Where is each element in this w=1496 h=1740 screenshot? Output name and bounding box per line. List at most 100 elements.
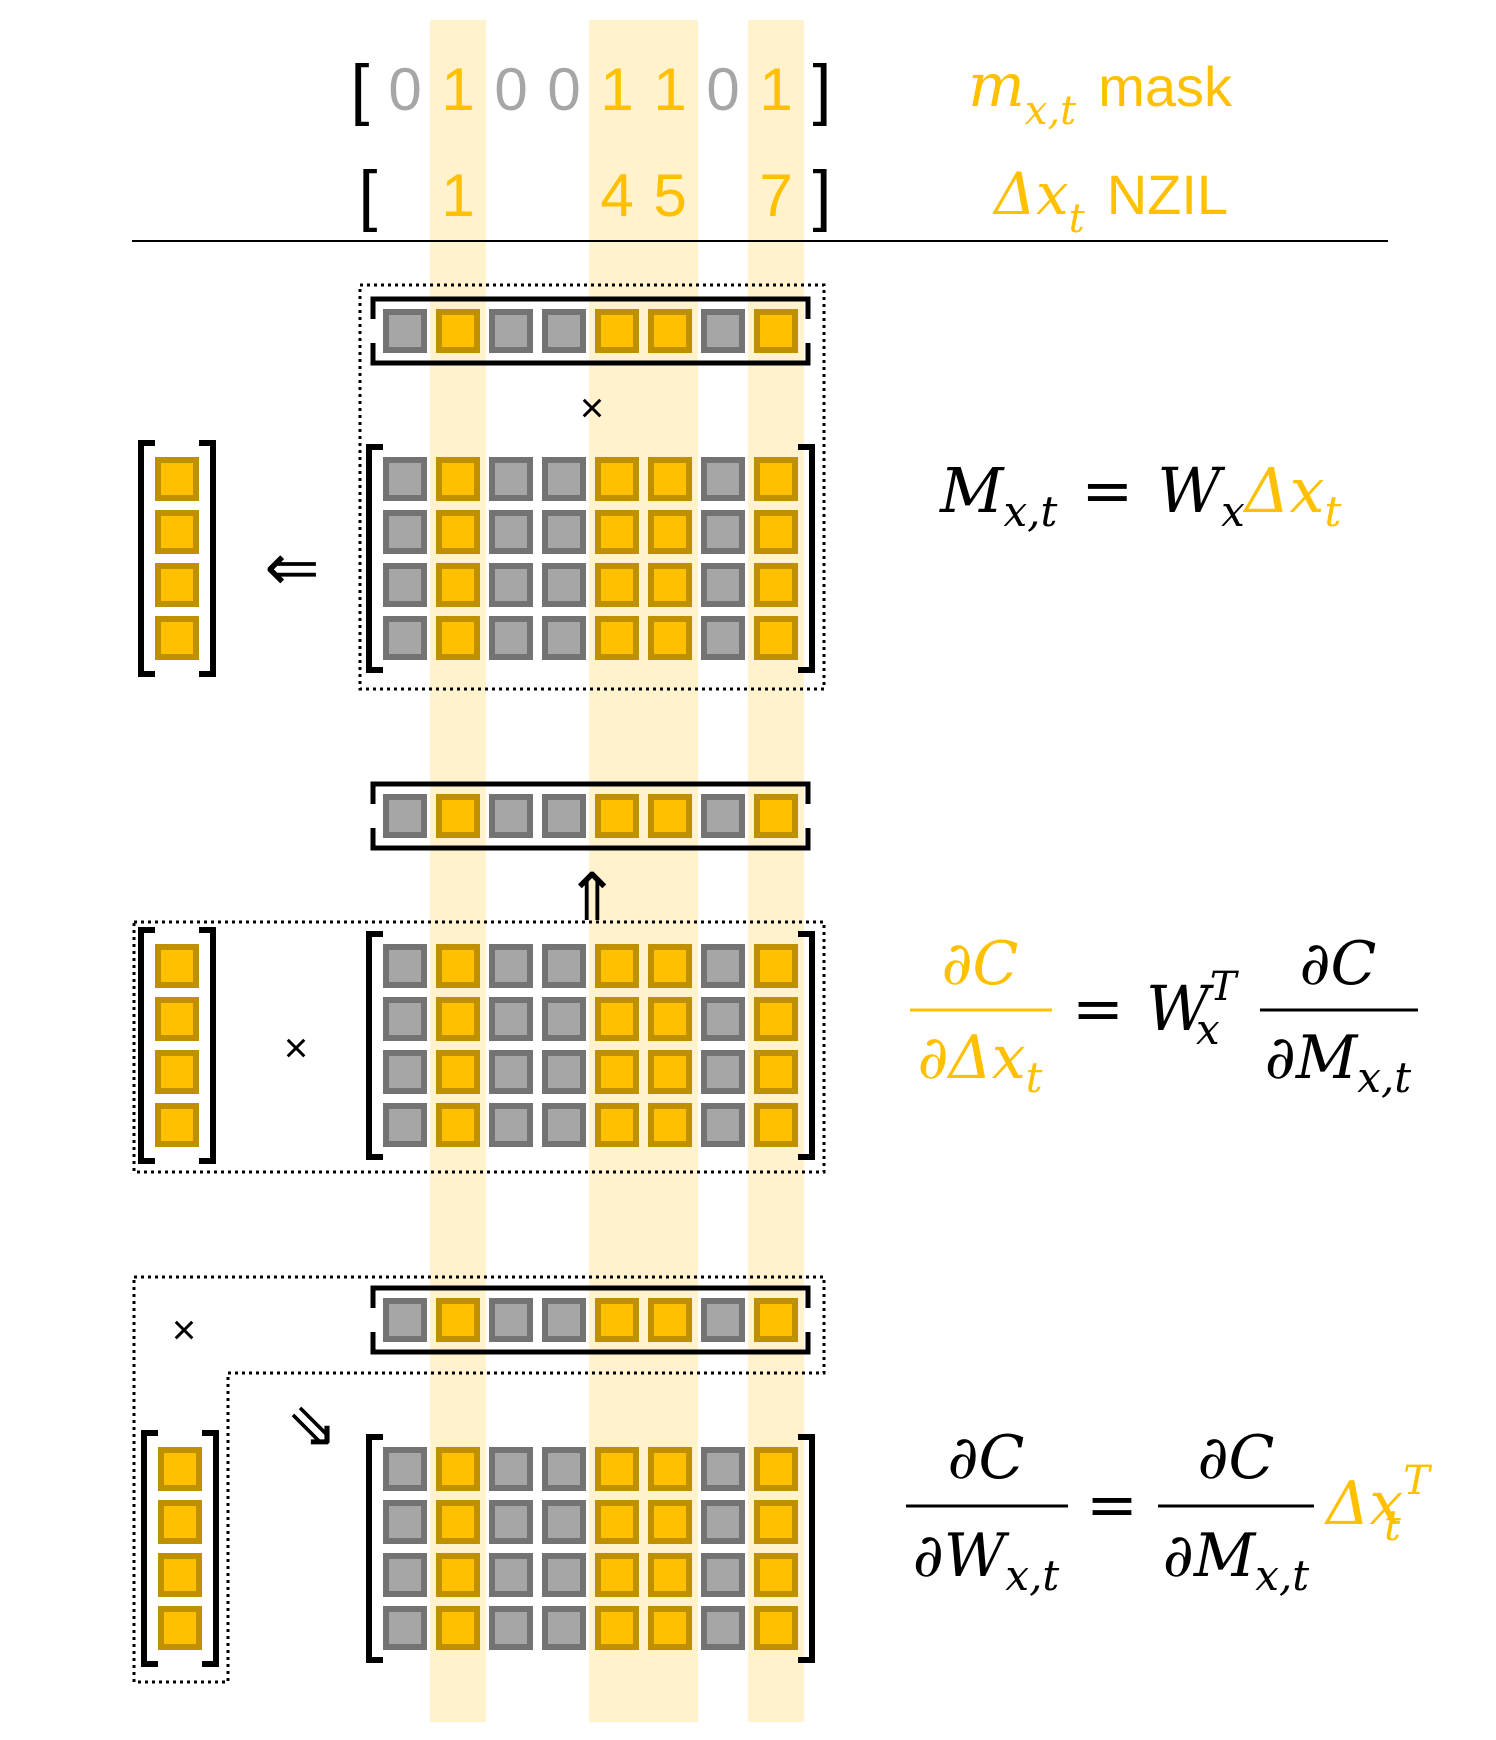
forward-equation: Mx,t=WxΔxt — [939, 454, 1342, 536]
backward-input-weight-matrix-cell-2-2 — [489, 1050, 533, 1094]
forward-weight-matrix-cell-1-1 — [436, 510, 480, 554]
backward-input-weight-matrix-cell-3-5 — [648, 1103, 692, 1147]
backward-weight-gradient-matrix-cell-3-0 — [383, 1606, 427, 1650]
backward-input-result-row-vector-bottom-bracket — [370, 828, 811, 851]
band-col-7 — [748, 20, 804, 1722]
mask-close-bracket: ] — [813, 51, 832, 127]
matrix-grids — [138, 296, 815, 1667]
backward-weight-gradient-matrix-cell-3-1 — [436, 1606, 480, 1650]
forward-output-column-vector-cell-1 — [155, 510, 199, 554]
forward-weight-matrix-cell-3-6 — [701, 616, 745, 660]
backward-weight-gradient-matrix-cell-0-5 — [648, 1447, 692, 1491]
forward-input-row-vector-cell-0 — [383, 309, 427, 353]
backward-weight-gradient-column-vector-right-bracket — [202, 1430, 219, 1667]
backward-input-weight-matrix-cell-0-0 — [383, 944, 427, 988]
backward-input-weight-matrix-cell-0-2 — [489, 944, 533, 988]
forward-weight-matrix-cell-3-2 — [489, 616, 533, 660]
backward-weight-gradient-matrix-cell-1-4 — [595, 1500, 639, 1544]
mask-digit-4: 1 — [600, 56, 633, 123]
backward-weight-gradient-matrix-cell-2-4 — [595, 1553, 639, 1597]
eq2-num: ∂C — [942, 929, 1019, 999]
backward-weight-gradient-column-vector-cell-2 — [158, 1553, 202, 1597]
eq2-equals: = — [1072, 972, 1124, 1045]
nzil-symbol: Δx — [992, 160, 1069, 228]
nzil-index-3: 7 — [759, 162, 792, 229]
forward-input-row-vector — [370, 296, 811, 366]
eq1-lhs: M — [939, 454, 1005, 527]
backward-weight-input-row-vector-bottom-bracket — [370, 1332, 811, 1355]
backward-weight-gradient-matrix-cell-1-1 — [436, 1500, 480, 1544]
backward-input-gradient-column-vector-cell-1 — [155, 997, 199, 1041]
backward-weight-gradient-matrix-cell-2-6 — [701, 1553, 745, 1597]
forward-weight-matrix-cell-0-0 — [383, 457, 427, 501]
forward-weight-matrix-cell-2-5 — [648, 563, 692, 607]
eq2-den2-sub: x,t — [1357, 1053, 1411, 1102]
eq3-num2: ∂C — [1198, 1423, 1275, 1493]
mask-digit-1: 1 — [441, 56, 474, 123]
backward-input-weight-matrix-cell-1-4 — [595, 997, 639, 1041]
backward-input-dotted-box — [132, 920, 826, 1174]
eq2-den-symbol: ∂Δx — [917, 1023, 1025, 1093]
forward-output-column-vector-cell-2 — [155, 563, 199, 607]
forward-output-column-vector — [138, 440, 216, 677]
forward-weight-matrix-cell-1-7 — [754, 510, 798, 554]
forward-weight-matrix-cell-1-0 — [383, 510, 427, 554]
backward-input-gradient-column-vector-cell-0 — [155, 944, 199, 988]
mask-subscript: x,t — [1025, 88, 1077, 134]
eq3-dx-symbol: Δx — [1324, 1469, 1403, 1539]
backward-input-weight-matrix-cell-0-1 — [436, 944, 480, 988]
backward-input-weight-matrix-cell-2-5 — [648, 1050, 692, 1094]
backward-input-weight-matrix-cell-0-6 — [701, 944, 745, 988]
backward-input-weight-matrix-cell-3-1 — [436, 1103, 480, 1147]
eq3-dx-sub: t — [1384, 1501, 1401, 1550]
backward-weight-gradient-column-vector-cell-3 — [158, 1606, 202, 1650]
backward-input-weight-matrix-cell-0-7 — [754, 944, 798, 988]
eq2-w-symbol: W — [1146, 972, 1214, 1045]
backward-weight-gradient-column-vector-cell-0 — [158, 1447, 202, 1491]
backward-input-gradient-column-vector — [138, 927, 216, 1164]
backward-input-weight-matrix — [366, 931, 815, 1160]
backward-input-gradient-column-vector-right-bracket — [199, 927, 216, 1164]
eq3-den2-sub: x,t — [1255, 1551, 1309, 1600]
forward-output-column-vector-right-bracket — [199, 440, 216, 677]
forward-weight-matrix-cell-2-0 — [383, 563, 427, 607]
backward-input-weight-matrix-cell-1-7 — [754, 997, 798, 1041]
backward-input-weight-matrix-cell-3-0 — [383, 1103, 427, 1147]
backward-input-result-row-vector-cell-5 — [648, 794, 692, 838]
eq2-den2-symbol: ∂M — [1265, 1023, 1359, 1093]
forward-weight-matrix-cell-3-3 — [542, 616, 586, 660]
backward-input-weight-matrix-cell-2-4 — [595, 1050, 639, 1094]
backward-weight-times-symbol: × — [172, 1306, 197, 1353]
backward-weight-gradient-matrix — [366, 1434, 815, 1663]
backward-weight-gradient-matrix-cell-3-7 — [754, 1606, 798, 1650]
forward-input-row-vector-cell-4 — [595, 309, 639, 353]
forward-input-row-vector-cell-6 — [701, 309, 745, 353]
backward-weight-input-row-vector-cell-1 — [436, 1298, 480, 1342]
forward-input-row-vector-bottom-bracket — [370, 343, 811, 366]
eq2-w: WT — [1146, 964, 1240, 1045]
nzil-subscript: t — [1069, 196, 1086, 242]
band-col-4 — [589, 20, 645, 1722]
forward-input-row-vector-cell-3 — [542, 309, 586, 353]
forward-output-column-vector-cell-0 — [155, 457, 199, 501]
nzil-index-2: 5 — [653, 162, 686, 229]
eq2-den: ∂Δxt — [917, 1023, 1042, 1102]
backward-input-weight-matrix-cell-1-6 — [701, 997, 745, 1041]
backward-input-result-row-vector-cell-6 — [701, 794, 745, 838]
forward-weight-matrix-cell-2-2 — [489, 563, 533, 607]
backward-input-weight-matrix-cell-1-3 — [542, 997, 586, 1041]
backward-weight-gradient-matrix-cell-3-3 — [542, 1606, 586, 1650]
backward-weight-gradient-matrix-cell-3-5 — [648, 1606, 692, 1650]
backward-input-result-row-vector-cell-1 — [436, 794, 480, 838]
mask-label-text: mask — [1098, 55, 1233, 118]
backward-input-weight-matrix-cell-0-4 — [595, 944, 639, 988]
backward-weight-input-row-vector-cell-4 — [595, 1298, 639, 1342]
backward-input-result-row-vector-cell-7 — [754, 794, 798, 838]
backward-input-times-symbol: × — [284, 1024, 309, 1071]
forward-weight-matrix-cell-2-3 — [542, 563, 586, 607]
forward-weight-matrix-cell-0-6 — [701, 457, 745, 501]
backward-input-weight-matrix-cell-2-0 — [383, 1050, 427, 1094]
backward-input-weight-matrix-cell-3-6 — [701, 1103, 745, 1147]
